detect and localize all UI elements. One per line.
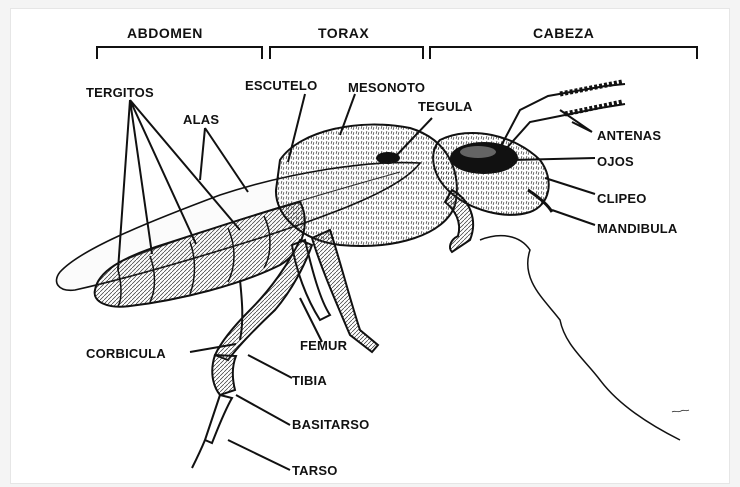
label-clipeo: CLIPEO	[597, 191, 647, 206]
basitarso-leader	[236, 395, 290, 425]
section-torax: TORAX	[318, 25, 369, 41]
thorax-shape	[276, 125, 457, 246]
label-femur: FEMUR	[300, 338, 348, 353]
label-ojos: OJOS	[597, 154, 634, 169]
label-tarso: TARSO	[292, 463, 338, 478]
clipeo-leader	[545, 178, 595, 194]
cabeza-bracket	[430, 47, 697, 59]
perch-outline	[480, 236, 680, 440]
label-alas: ALAS	[183, 112, 219, 127]
abdomen-bracket	[97, 47, 262, 59]
label-tegula: TEGULA	[418, 99, 473, 114]
torax-bracket	[270, 47, 423, 59]
tibia-leader	[248, 355, 292, 378]
label-antenas: ANTENAS	[597, 128, 661, 143]
section-brackets	[97, 47, 697, 59]
label-basitarso: BASITARSO	[292, 417, 369, 432]
label-corbicula: CORBICULA	[86, 346, 166, 361]
alas-leader	[200, 128, 248, 192]
section-abdomen: ABDOMEN	[127, 25, 203, 41]
label-tergitos: TERGITOS	[86, 85, 154, 100]
mandibula-leader	[552, 210, 595, 225]
label-mandibula: MANDIBULA	[597, 221, 678, 236]
label-escutelo: ESCUTELO	[245, 78, 317, 93]
artist-signature	[672, 410, 689, 412]
label-mesonoto: MESONOTO	[348, 80, 425, 95]
tarso-leader	[228, 440, 290, 470]
label-tibia: TIBIA	[292, 373, 327, 388]
section-cabeza: CABEZA	[533, 25, 594, 41]
